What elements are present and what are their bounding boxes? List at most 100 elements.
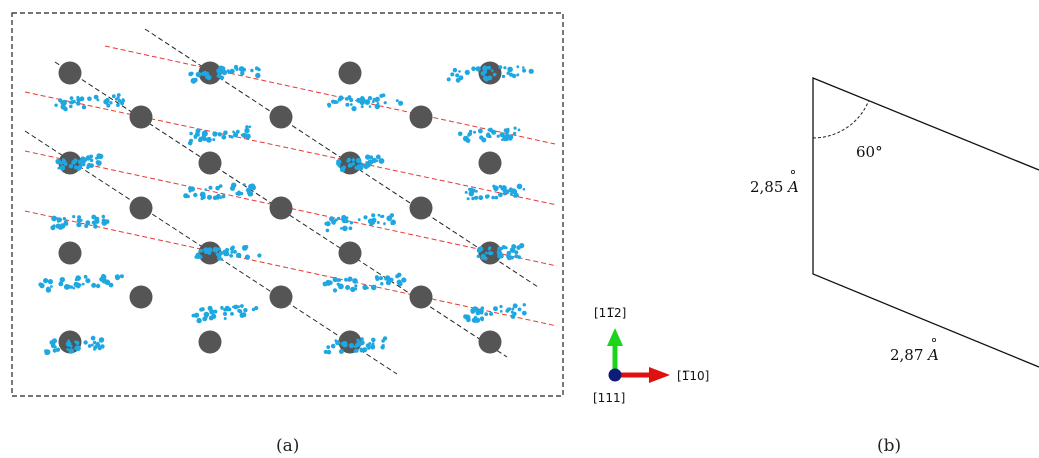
ion-dot	[466, 197, 470, 201]
ion-dot	[337, 164, 341, 168]
ion-dot	[501, 74, 506, 79]
ion-dot	[396, 272, 402, 278]
ion-dot	[44, 349, 48, 353]
ion-dot	[99, 156, 103, 159]
ion-dot	[241, 245, 248, 251]
red-dashed-lines	[24, 45, 558, 327]
ion-dot	[63, 162, 68, 166]
ion-dot	[76, 222, 82, 228]
ion-dot	[469, 187, 474, 193]
ion-dot	[485, 251, 488, 255]
ion-dot	[489, 251, 494, 255]
ion-dot	[489, 311, 494, 316]
ion-dot	[115, 275, 120, 281]
left-angstrom-ring	[791, 169, 796, 174]
ion-dot	[331, 344, 336, 349]
ion-dot	[235, 129, 240, 134]
ion-dot	[191, 313, 196, 318]
ion-dot	[359, 347, 363, 351]
ion-dot	[226, 69, 230, 73]
atom	[58, 241, 82, 265]
ion-dot	[68, 164, 74, 169]
ion-dot	[484, 312, 489, 316]
ion-dot	[58, 225, 63, 230]
ion-dot	[504, 246, 508, 250]
cell-outline	[812, 77, 1039, 368]
ion-dot	[73, 281, 80, 288]
ion-dot	[337, 216, 341, 220]
ion-dot	[401, 277, 407, 283]
ion-dot	[215, 252, 220, 257]
ion-dot	[229, 185, 236, 191]
ion-dot	[498, 192, 503, 198]
atom	[129, 105, 153, 129]
ion-dot	[237, 305, 240, 309]
ion-dot	[498, 253, 504, 259]
ion-dot	[499, 133, 503, 137]
ion-dot	[514, 250, 519, 255]
caption-b: (b)	[877, 436, 902, 456]
ion-dot	[230, 135, 234, 139]
ion-dot	[362, 284, 368, 290]
ion-dot	[496, 134, 500, 138]
up-axis-arrowhead	[607, 328, 623, 346]
ion-dot	[234, 66, 238, 70]
ion-dot	[474, 195, 479, 200]
ion-dot	[341, 217, 348, 224]
ion-dot	[357, 340, 363, 347]
ion-dot	[101, 214, 106, 219]
ion-dot	[59, 165, 66, 171]
ion-dot	[506, 71, 510, 75]
ion-dot	[326, 345, 331, 349]
ion-dot	[98, 337, 105, 343]
ion-dot	[223, 317, 227, 320]
ion-dot	[199, 248, 203, 253]
ion-dot	[54, 103, 58, 107]
ion-dot	[381, 93, 386, 98]
ion-dot	[487, 65, 491, 70]
ion-dot	[506, 307, 511, 312]
ion-dot	[244, 254, 250, 260]
ion-dot	[189, 131, 193, 136]
ion-dot	[241, 132, 248, 138]
ion-dot	[90, 335, 96, 341]
ion-dot	[220, 306, 224, 310]
ion-dot	[96, 98, 100, 102]
ion-dot	[76, 97, 82, 103]
atom	[198, 330, 222, 354]
ion-dot	[69, 344, 73, 348]
ion-dot	[363, 99, 367, 103]
ion-dot	[522, 68, 527, 73]
ion-dot	[382, 336, 388, 341]
ion-cluster	[54, 93, 125, 112]
ion-dot	[45, 287, 52, 293]
ion-dot	[232, 130, 235, 134]
ion-dot	[473, 130, 477, 134]
bottom-edge-unit: A	[926, 346, 939, 364]
ion-dot	[196, 317, 202, 324]
ion-dot	[385, 280, 391, 286]
ion-dot	[96, 160, 102, 166]
ion-dot	[481, 137, 487, 143]
ion-dot	[503, 66, 507, 70]
ion-dot	[346, 157, 352, 162]
atom	[409, 285, 433, 309]
ion-dot	[51, 226, 56, 230]
ion-dot	[219, 75, 225, 80]
ion-dot	[329, 216, 335, 222]
atom	[338, 61, 362, 85]
ion-dot	[60, 223, 65, 227]
ion-dot	[211, 313, 217, 319]
ion-dot	[363, 164, 369, 169]
ion-dot	[221, 194, 226, 199]
ion-dot	[212, 195, 218, 200]
ion-dot	[376, 102, 380, 105]
ion-dot	[212, 138, 216, 142]
ion-dot	[91, 343, 94, 347]
ion-cluster	[38, 273, 124, 293]
ion-dot	[340, 341, 345, 346]
ion-dot	[342, 225, 348, 232]
ion-dot	[62, 217, 66, 221]
ion-dot	[480, 306, 485, 311]
atom	[269, 105, 293, 129]
